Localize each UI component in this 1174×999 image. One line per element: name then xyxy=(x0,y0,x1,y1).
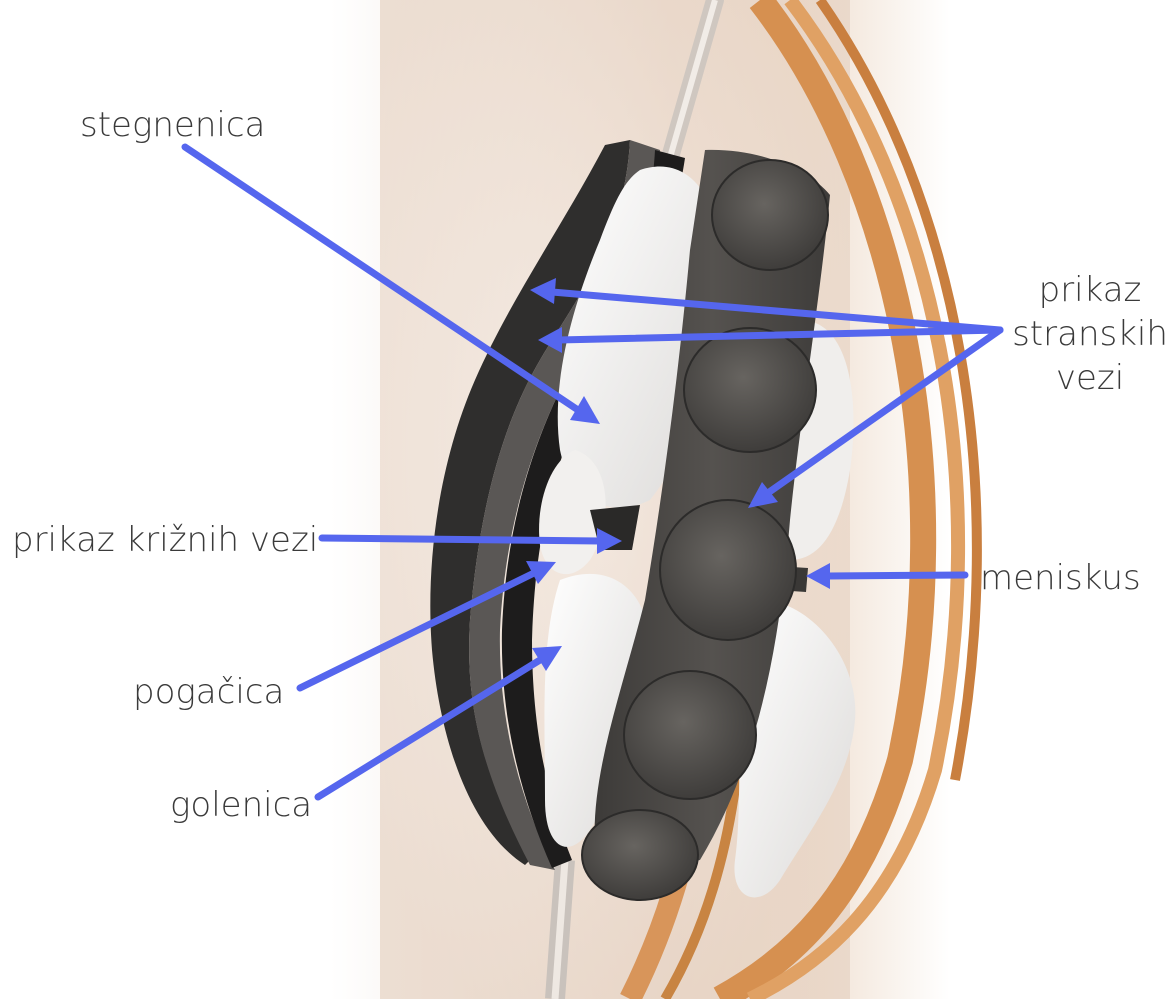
label-golenica: golenica xyxy=(170,788,312,822)
label-stegnenica: stegnenica xyxy=(80,108,265,142)
label-stranske-line2: stranskih xyxy=(1010,312,1170,356)
label-pogacica: pogačica xyxy=(133,675,284,709)
label-stranske-line3: vezi xyxy=(1010,356,1170,400)
label-meniskus: meniskus xyxy=(980,561,1141,595)
label-stranske-line1: prikaz xyxy=(1010,268,1170,312)
label-krizne-vezi: prikaz križnih vezi xyxy=(12,523,318,557)
label-stranske-vezi: prikaz stranskih vezi xyxy=(1010,268,1170,400)
